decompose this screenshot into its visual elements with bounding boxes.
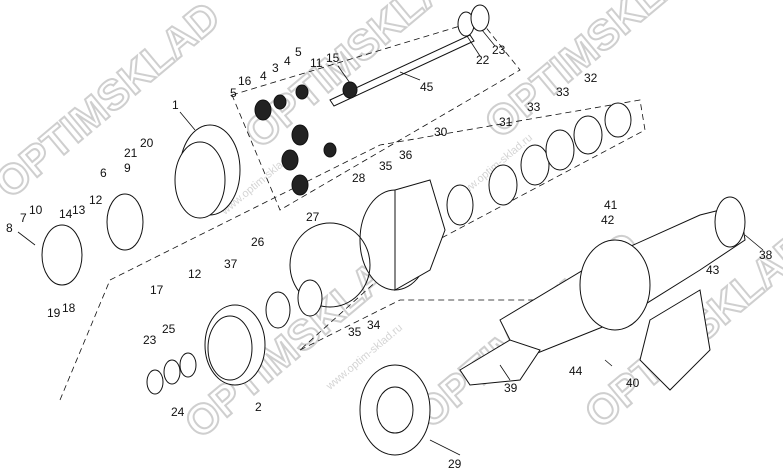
callout-29: 29 — [448, 457, 462, 471]
callout-26: 26 — [251, 235, 265, 249]
callout-36: 36 — [399, 148, 413, 162]
part-callouts: 22 23 45 15 5 11 4 3 4 16 5 1 20 21 9 6 … — [6, 43, 773, 471]
leader-lines — [17, 29, 764, 456]
callout-21: 21 — [124, 146, 138, 160]
callout-38: 38 — [759, 248, 773, 262]
callout-15: 15 — [326, 51, 340, 65]
axle-housing — [499, 196, 746, 391]
callout-10: 10 — [29, 203, 43, 217]
callout-42: 42 — [601, 213, 615, 227]
callout-37: 37 — [224, 257, 238, 271]
axle-shaft — [329, 4, 490, 107]
cover-6 — [106, 193, 144, 251]
callout-12: 12 — [89, 193, 103, 207]
callout-41: 41 — [604, 198, 618, 212]
callout-45: 45 — [420, 80, 434, 94]
callout-27: 27 — [306, 210, 320, 224]
callout-17: 17 — [150, 283, 164, 297]
callout-25: 25 — [162, 322, 176, 336]
callout-14: 14 — [59, 207, 73, 221]
bearings — [265, 102, 632, 329]
callout-28: 28 — [352, 171, 366, 185]
callout-8: 8 — [6, 221, 13, 235]
ring-gear — [146, 304, 266, 395]
cover-10 — [41, 224, 83, 286]
callout-2: 2 — [255, 400, 262, 414]
callout-39: 39 — [504, 381, 518, 395]
callout-22: 22 — [476, 53, 490, 67]
callout-9: 9 — [124, 161, 131, 175]
callout-44: 44 — [569, 364, 583, 378]
callout-20: 20 — [140, 136, 154, 150]
callout-5: 5 — [230, 86, 237, 100]
callout-33: 33 — [527, 100, 541, 114]
callout-31: 31 — [499, 115, 513, 129]
planet-gears — [254, 81, 358, 196]
planet-carrier — [174, 124, 241, 219]
callout-11: 11 — [310, 56, 323, 70]
callout-32: 32 — [584, 71, 598, 85]
callout-7: 7 — [20, 211, 27, 225]
callout-19: 19 — [47, 306, 61, 320]
callout-33: 33 — [556, 85, 570, 99]
callout-23: 23 — [492, 43, 506, 57]
wheel-hub — [289, 179, 446, 308]
callout-5: 5 — [295, 45, 302, 59]
spindle-and-disc — [359, 339, 541, 456]
callout-1: 1 — [172, 98, 179, 112]
callout-35: 35 — [348, 325, 362, 339]
callout-24: 24 — [171, 405, 185, 419]
callout-6: 6 — [100, 166, 107, 180]
callout-16: 16 — [238, 74, 252, 88]
callout-18: 18 — [62, 301, 76, 315]
callout-23: 23 — [143, 333, 157, 347]
callout-4: 4 — [284, 54, 291, 68]
callout-3: 3 — [272, 61, 279, 75]
callout-43: 43 — [706, 263, 720, 277]
callout-4: 4 — [260, 69, 267, 83]
callout-30: 30 — [434, 125, 448, 139]
callout-12: 12 — [188, 267, 202, 281]
callout-13: 13 — [72, 203, 86, 217]
callout-40: 40 — [626, 376, 640, 390]
callout-35: 35 — [379, 159, 393, 173]
callout-34: 34 — [367, 318, 381, 332]
